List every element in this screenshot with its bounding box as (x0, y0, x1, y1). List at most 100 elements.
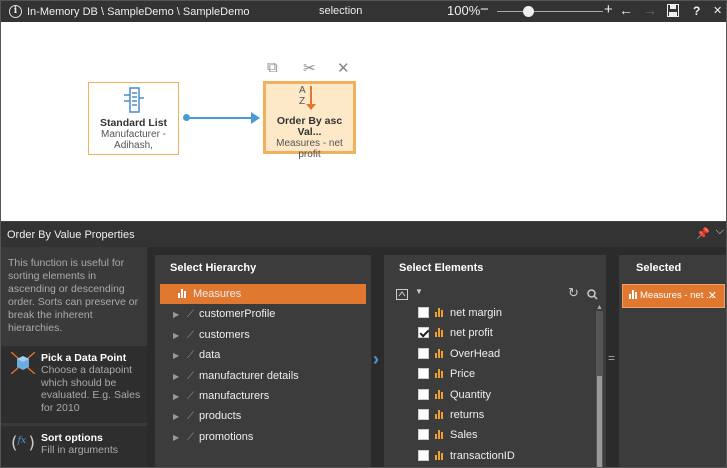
hierarchy-icon: ⟋ (187, 309, 194, 321)
hierarchy-item[interactable]: ▶⟋promotions (160, 427, 366, 447)
hierarchy-list: Measures ▶⟋customerProfile ▶⟋customers ▶… (160, 284, 366, 447)
redo-icon[interactable]: → (643, 2, 657, 18)
chevron-down-icon[interactable]: ⌵ (715, 225, 724, 237)
standard-list-icon (123, 87, 144, 113)
node-subtitle-2: Adihash, (114, 140, 153, 151)
element-checkbox[interactable] (418, 408, 429, 420)
selected-item[interactable]: Measures - net ... ✕ (622, 284, 725, 308)
hierarchy-icon: ⟋ (187, 329, 194, 341)
scrollbar-thumb[interactable] (597, 376, 602, 467)
title-bar: i In-Memory DB \ SampleDemo \ SampleDemo… (1, 1, 726, 22)
expand-icon[interactable]: ▶ (173, 391, 180, 401)
hierarchy-icon: ⟋ (187, 390, 194, 402)
query-canvas[interactable]: Standard List Manufacturer - Adihash, ⧉ … (1, 22, 726, 221)
expand-icon[interactable]: ▶ (173, 432, 180, 442)
expand-icon[interactable]: ▶ (173, 310, 180, 320)
step-description: Choose a datapoint which should be evalu… (41, 364, 141, 414)
order-by-node[interactable]: A Z Order By asc Val... Measures - net p… (263, 81, 356, 160)
measure-icon (435, 389, 446, 399)
chevron-down-icon[interactable]: ▼ (415, 287, 423, 296)
help-panel: This function is useful for sorting elem… (1, 247, 147, 467)
hierarchy-icon: ⟋ (187, 370, 194, 382)
filter-folder-icon[interactable] (396, 289, 408, 300)
measure-icon (435, 328, 446, 338)
zoom-slider-track[interactable] (497, 11, 603, 12)
selected-panel: Selected Measures - net ... ✕ (619, 255, 726, 467)
measure-icon (435, 369, 446, 379)
element-item[interactable]: Price (418, 364, 598, 384)
measure-icon (435, 308, 446, 317)
hierarchy-icon: ⟋ (187, 411, 194, 423)
hierarchy-item-measures[interactable]: Measures (160, 284, 366, 305)
expand-icon[interactable]: ▶ (173, 371, 180, 381)
drag-handle-icon[interactable]: = (608, 351, 616, 365)
hierarchy-item[interactable]: ▶⟋manufacturer details (160, 366, 366, 386)
connector-line (184, 117, 256, 119)
search-icon[interactable] (587, 289, 598, 300)
scroll-up-icon[interactable]: ▲ (596, 304, 603, 311)
hierarchy-item[interactable]: ▶⟋products (160, 406, 366, 426)
svg-text:fx: fx (16, 435, 26, 446)
standard-list-node[interactable]: Standard List Manufacturer - Adihash, (88, 82, 179, 155)
element-item[interactable]: Quantity (418, 385, 598, 405)
measure-icon (178, 289, 189, 298)
chevron-right-icon[interactable]: › (373, 349, 379, 369)
select-elements-panel: Select Elements ▼ ↻ net margin net profi… (384, 255, 606, 467)
mode-label: selection (319, 5, 363, 17)
properties-header: Order By Value Properties 📌 ⌵ (1, 221, 726, 247)
refresh-icon[interactable]: ↻ (568, 285, 579, 300)
element-item[interactable]: transactionID (418, 446, 598, 466)
expand-icon[interactable]: ▶ (173, 351, 180, 361)
measure-icon (435, 430, 446, 440)
save-icon[interactable] (667, 4, 679, 17)
help-description: This function is useful for sorting elem… (8, 257, 139, 334)
step-description: Fill in arguments (41, 444, 119, 456)
hierarchy-item[interactable]: ▶⟋customerProfile (160, 304, 366, 324)
pick-data-point-step[interactable]: Pick a Data Point Choose a datapoint whi… (1, 346, 147, 423)
cut-icon[interactable]: ✂ (303, 60, 316, 77)
expand-icon[interactable]: ▶ (173, 412, 180, 422)
panel-title: Select Elements (399, 262, 484, 274)
delete-icon[interactable]: ✕ (337, 60, 350, 77)
hierarchy-item[interactable]: ▶⟋manufacturers (160, 386, 366, 406)
remove-icon[interactable]: ✕ (707, 290, 717, 302)
hierarchy-item[interactable]: ▶⟋data (160, 345, 366, 365)
step-title: Pick a Data Point (41, 352, 127, 364)
zoom-out-icon[interactable]: − (480, 1, 489, 18)
hierarchy-item[interactable]: ▶⟋customers (160, 325, 366, 345)
undo-icon[interactable]: ← (619, 2, 633, 18)
sort-options-step[interactable]: ( fx ) Sort options Fill in arguments (1, 426, 147, 467)
element-item[interactable]: net margin (418, 303, 598, 323)
select-hierarchy-panel: Select Hierarchy Measures ▶⟋customerProf… (155, 255, 371, 467)
connector-arrow (251, 112, 260, 124)
element-item[interactable]: OverHead (418, 344, 598, 364)
element-checkbox[interactable] (418, 347, 429, 359)
hierarchy-icon: ⟋ (187, 350, 194, 362)
node-subtitle: Measures - net (276, 138, 343, 149)
element-checkbox[interactable] (418, 429, 429, 441)
element-checkbox[interactable] (418, 388, 429, 400)
copy-icon[interactable]: ⧉ (267, 59, 278, 76)
node-title: Standard List (99, 117, 168, 129)
panel-title: Select Hierarchy (170, 262, 257, 274)
pin-icon[interactable]: 📌 (696, 228, 710, 240)
element-item[interactable]: Sales (418, 425, 598, 445)
zoom-level: 100% (447, 3, 481, 18)
info-icon[interactable]: i (9, 5, 22, 18)
svg-text:): ) (29, 434, 35, 453)
element-checkbox[interactable] (418, 368, 429, 380)
zoom-slider-knob[interactable] (523, 6, 534, 17)
element-checkbox[interactable] (418, 449, 429, 461)
properties-title: Order By Value Properties (7, 228, 135, 241)
help-icon[interactable]: ? (693, 4, 701, 18)
expand-icon[interactable]: ▶ (173, 330, 180, 340)
sort-az-icon: A Z (266, 84, 353, 114)
element-checkbox[interactable] (418, 307, 429, 318)
zoom-in-icon[interactable]: + (604, 1, 613, 18)
collapse-icon[interactable]: ✕ (713, 5, 723, 17)
hierarchy-icon: ⟋ (187, 431, 194, 443)
element-item[interactable]: net profit (418, 323, 598, 343)
element-item[interactable]: returns (418, 405, 598, 425)
element-checkbox[interactable] (418, 327, 429, 339)
